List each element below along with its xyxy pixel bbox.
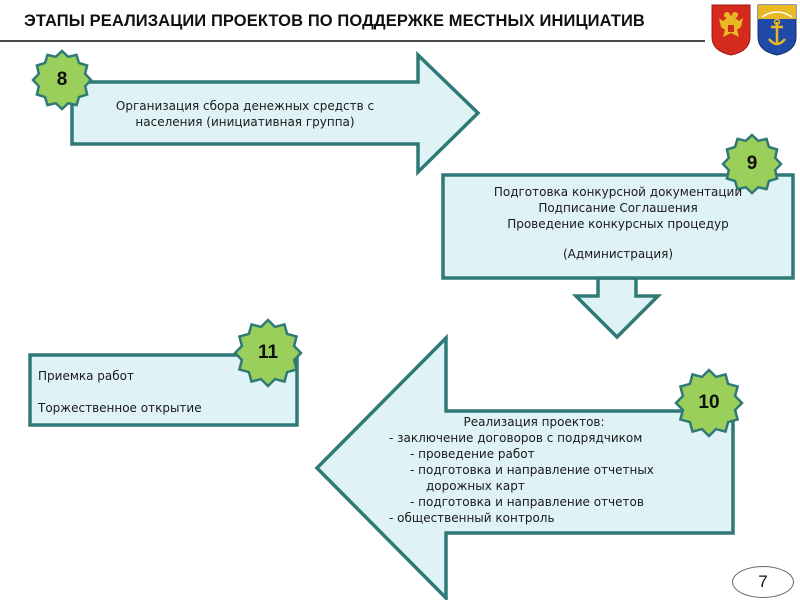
stage-10-line: - подготовка и направление отчетов xyxy=(410,495,644,509)
murmansk-region-coat-of-arms-icon xyxy=(757,4,797,56)
stage-10-number: 10 xyxy=(698,392,720,413)
stage-10-line: - заключение договоров с подрядчиком xyxy=(389,431,643,445)
stage-9-text: Подготовка конкурсной документации Подпи… xyxy=(443,184,793,262)
stage-9-down-arrow xyxy=(571,276,663,340)
stage-10-text: Реализация проектов: - заключение догово… xyxy=(389,414,729,526)
russia-coat-of-arms-icon xyxy=(711,4,751,56)
stage-10-line: - подготовка и направление отчетных xyxy=(410,463,654,477)
stage-10-line: дорожных карт xyxy=(426,479,525,493)
stage-9-line: (Администрация) xyxy=(562,247,674,261)
stage-8-line: населения (инициативная группа) xyxy=(135,115,355,129)
stage-9-line: Подписание Соглашения xyxy=(538,201,698,215)
stage-8-badge xyxy=(31,49,93,111)
stage-11-badge xyxy=(233,318,303,388)
title-divider xyxy=(0,40,705,42)
stage-11-line: Торжественное открытие xyxy=(38,401,202,415)
stage-10-arrow xyxy=(314,333,735,600)
stage-11-text: Приемка работ Торжественное открытие xyxy=(38,368,288,416)
stage-9-badge xyxy=(721,133,783,195)
stage-8-line: Организация сбора денежных средств с xyxy=(115,99,375,113)
stage-10-line: - общественный контроль xyxy=(389,511,555,525)
stage-9-line: Подготовка конкурсной документации xyxy=(493,185,743,199)
stage-10-badge xyxy=(674,368,744,438)
stage-10-line: - проведение работ xyxy=(410,447,535,461)
page-number: 7 xyxy=(732,566,794,598)
stage-11-number: 11 xyxy=(257,342,279,363)
page-title: ЭТАПЫ РЕАЛИЗАЦИИ ПРОЕКТОВ ПО ПОДДЕРЖКЕ М… xyxy=(24,12,645,30)
stage-9-line: Проведение конкурсных процедур xyxy=(507,217,729,231)
stage-9-number: 9 xyxy=(746,153,758,174)
stage-10-heading: Реализация проектов: xyxy=(463,415,605,429)
stage-8-number: 8 xyxy=(56,69,68,90)
stage-8-arrow xyxy=(70,50,481,177)
stage-8-text: Организация сбора денежных средств с нас… xyxy=(72,98,418,130)
stage-9-box xyxy=(441,173,795,280)
stage-11-line: Приемка работ xyxy=(38,369,134,383)
